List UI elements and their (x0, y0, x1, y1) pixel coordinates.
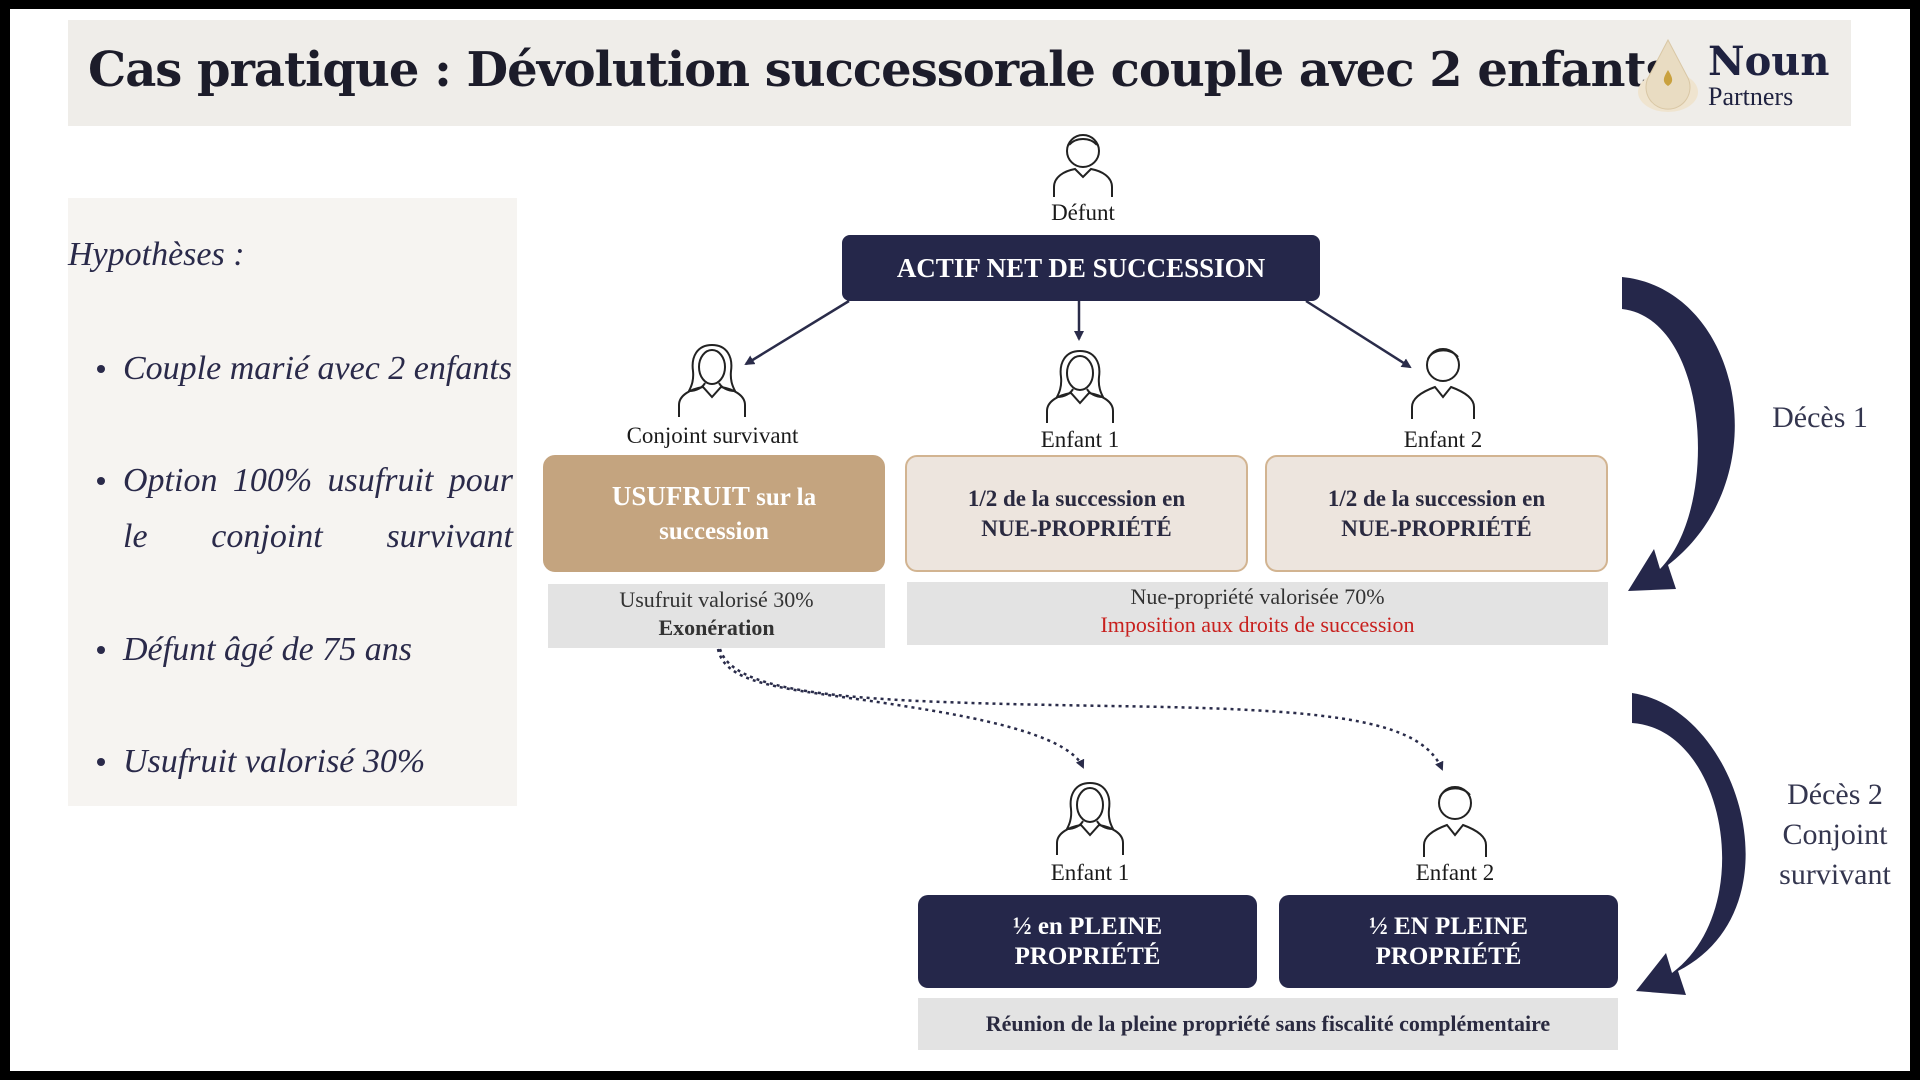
usufruit-box-bold: USUFRUIT (611, 480, 750, 511)
enfant2-bottom-person-icon (1423, 786, 1487, 857)
drop-logo-icon (1638, 38, 1698, 112)
dotted-arrow-enfant1 (716, 648, 1085, 769)
enfant2-person-icon (1411, 348, 1475, 419)
hypothesis-item: Défunt âgé de 75 ans (97, 622, 513, 678)
curved-arrow-deces1 (1622, 277, 1735, 591)
arrow-to-enfant2 (1305, 299, 1412, 369)
usufruit-note-value: Usufruit valorisé 30% (619, 587, 814, 612)
logo-text-noun: Noun (1708, 38, 1830, 85)
usufruit-note-exoneration: Exonération (658, 615, 775, 640)
hypotheses-panel: Hypothèses : Couple marié avec 2 enfants… (68, 198, 517, 806)
defunt-person-icon (1053, 134, 1113, 197)
nue-propriete-box-enfant1: 1/2 de la succession en NUE-PROPRIÉTÉ (905, 455, 1248, 572)
nue-propriete-note: Nue-propriété valorisée 70% Imposition a… (907, 582, 1608, 645)
arrow-to-conjoint (744, 299, 850, 366)
deces2-line1: Décès 2 (1787, 778, 1883, 811)
pleine-propriete-box-enfant2: ½ EN PLEINE PROPRIÉTÉ (1279, 895, 1618, 988)
enfant1-bottom-person-icon (1056, 782, 1124, 855)
noun-partners-logo: Noun Partners (1636, 36, 1836, 116)
pleine-propriete-box-enfant1: ½ en PLEINE PROPRIÉTÉ (918, 895, 1257, 988)
nue-propriete-box-enfant2: 1/2 de la succession en NUE-PROPRIÉTÉ (1265, 455, 1608, 572)
header-bar: Cas pratique : Dévolution successorale c… (68, 20, 1851, 126)
hypothesis-item: Couple marié avec 2 enfants (97, 341, 513, 397)
hypothesis-item: Usufruit valorisé 30% (97, 734, 513, 790)
enfant2-label: Enfant 2 (1403, 427, 1483, 452)
defunt-label: Défunt (1051, 200, 1115, 225)
nue-propriete-note-imposition: Imposition aux droits de succession (1100, 612, 1415, 637)
enfant1-bottom-label: Enfant 1 (1050, 860, 1130, 885)
slide: Cas pratique : Dévolution successorale c… (10, 9, 1910, 1071)
hypothesis-item: Option 100% usufruit pour le conjoint su… (97, 453, 513, 565)
enfant1-label: Enfant 1 (1040, 427, 1120, 452)
actif-net-box: ACTIF NET DE SUCCESSION (842, 235, 1320, 301)
deces1-label: Décès 1 (1772, 401, 1868, 434)
deces2-label: Décès 2 Conjoint survivant (1762, 775, 1908, 895)
usufruit-box: USUFRUIT sur la succession (543, 455, 885, 572)
hypotheses-list: Couple marié avec 2 enfants Option 100% … (68, 198, 517, 806)
reunion-note: Réunion de la pleine propriété sans fisc… (918, 998, 1618, 1050)
deces2-line2: Conjoint (1782, 818, 1888, 851)
enfant1-person-icon (1046, 350, 1114, 423)
diagram-connectors (716, 277, 1746, 995)
conjoint-person-icon (678, 344, 746, 417)
curved-arrow-deces2 (1632, 693, 1746, 995)
usufruit-note: Usufruit valorisé 30% Exonération (548, 584, 885, 648)
hypotheses-title: Hypothèses : (68, 236, 245, 273)
conjoint-label: Conjoint survivant (626, 423, 799, 448)
usufruit-box-rest: sur la succession (659, 483, 817, 545)
deces2-line3: survivant (1779, 858, 1891, 891)
dotted-arrow-enfant2 (718, 648, 1444, 771)
page-title: Cas pratique : Dévolution successorale c… (88, 42, 1673, 98)
enfant2-bottom-label: Enfant 2 (1415, 860, 1495, 885)
nue-propriete-note-value: Nue-propriété valorisée 70% (1130, 584, 1385, 609)
logo-text-partners: Partners (1708, 82, 1794, 111)
usufruit-box-text: USUFRUIT sur la succession (575, 479, 853, 549)
